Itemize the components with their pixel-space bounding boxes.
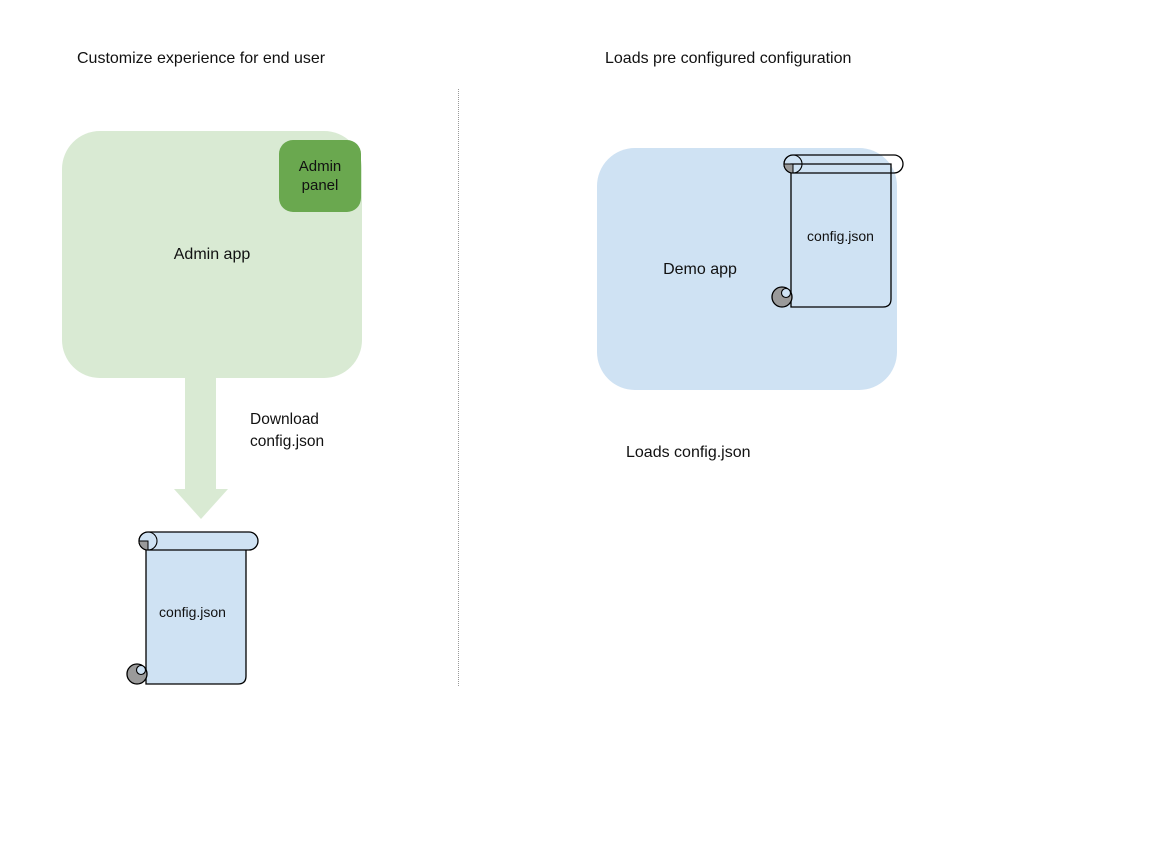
config-file-label-right: config.json bbox=[807, 228, 874, 244]
admin-app-label: Admin app bbox=[173, 246, 251, 263]
scroll-bottom-curl-inner bbox=[135, 664, 147, 676]
config-file-label-left: config.json bbox=[159, 604, 226, 620]
demo-app-box bbox=[597, 148, 897, 390]
scroll-body bbox=[145, 540, 247, 685]
admin-panel-badge: Admin panel bbox=[279, 140, 361, 212]
scroll-top-curl-shade bbox=[783, 163, 794, 174]
config-file-scroll-left bbox=[126, 531, 259, 685]
loads-config-caption: Loads config.json bbox=[626, 444, 751, 461]
download-arrow-shaft bbox=[185, 376, 216, 489]
demo-app-label: Demo app bbox=[663, 261, 737, 278]
download-arrow-label: Download config.json bbox=[250, 411, 325, 450]
scroll-body bbox=[790, 163, 892, 308]
scroll-top-curl-shade bbox=[138, 540, 149, 551]
download-arrow-head bbox=[174, 489, 228, 519]
scroll-bottom-curl-inner bbox=[780, 287, 792, 299]
right-section-title: Loads pre configured configuration bbox=[605, 50, 852, 67]
section-divider bbox=[458, 89, 459, 686]
config-file-scroll-right bbox=[771, 154, 904, 308]
left-section-title: Customize experience for end user bbox=[77, 50, 326, 67]
admin-panel-label: Admin panel bbox=[298, 158, 342, 194]
